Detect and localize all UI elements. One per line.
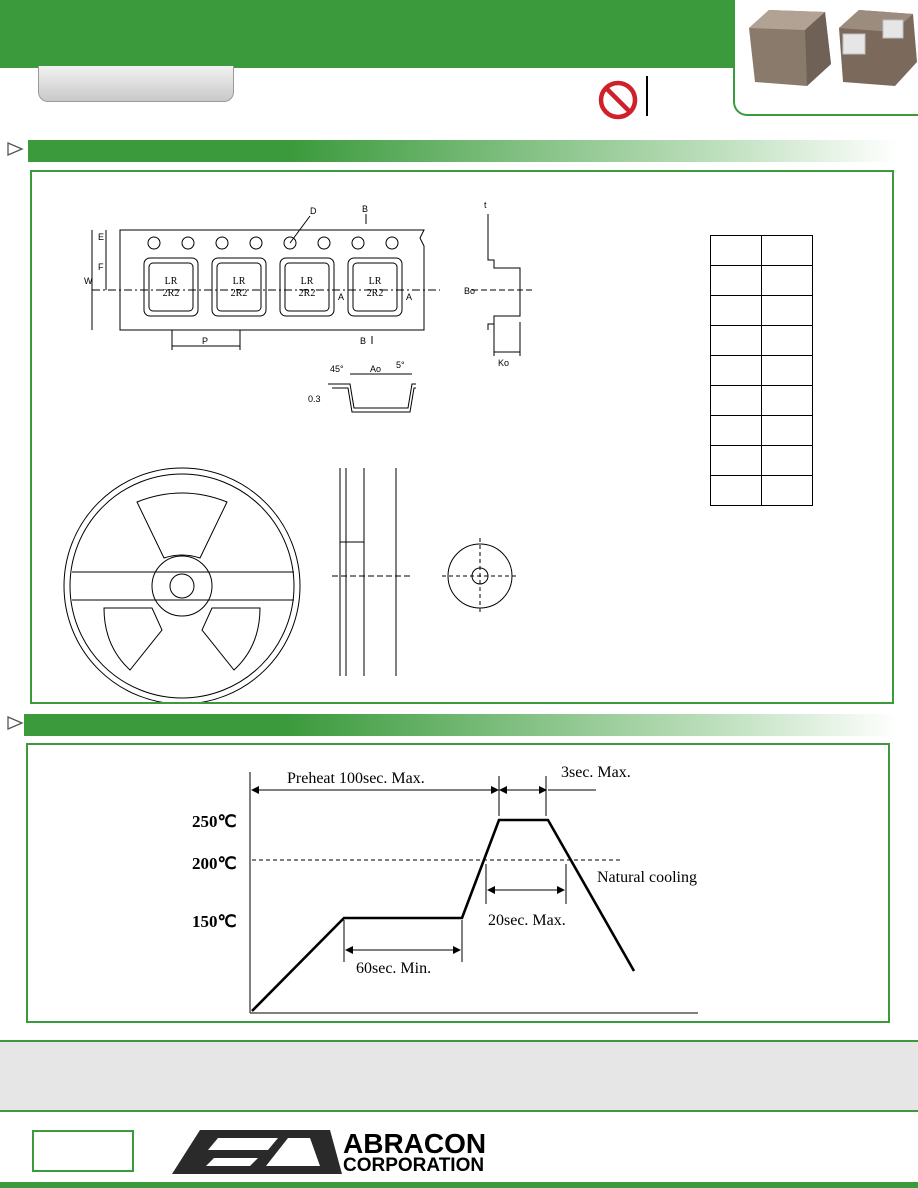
header-bar xyxy=(0,0,735,68)
table-row xyxy=(710,295,813,326)
inductor-photo-icon xyxy=(749,10,917,86)
dim-a-left: A xyxy=(338,292,344,302)
dim-e: E xyxy=(98,232,104,242)
table-row xyxy=(710,415,813,446)
product-photo-frame xyxy=(733,0,918,116)
footer-line xyxy=(0,1182,918,1188)
dim-b-bottom: B xyxy=(360,336,366,346)
dim-w: W xyxy=(84,276,93,286)
dim-p: P xyxy=(202,336,208,346)
tape-reel-drawing: LR 2R2 LR 2R2 LR 2R2 LR 2R2 B B A A P D … xyxy=(63,200,532,702)
chip-label-top: LR xyxy=(369,276,382,287)
section-header-reflow xyxy=(24,714,898,736)
dim-t: t xyxy=(484,200,487,210)
logo-text-corporation: CORPORATION xyxy=(343,1155,485,1176)
table-row xyxy=(710,385,813,416)
temp-250-label: 250℃ xyxy=(192,812,237,831)
table-row xyxy=(710,355,813,386)
dim-a-right: A xyxy=(406,292,412,302)
reflow-profile-chart xyxy=(249,772,698,1014)
chip-label-bottom: 2R2 xyxy=(163,288,180,299)
dim-angle-45: 45° xyxy=(330,364,344,374)
no-lead-icon xyxy=(598,80,638,120)
dim-angle-5: 5° xyxy=(396,360,405,370)
part-tab xyxy=(38,66,234,102)
logo-text-abracon: ABRACON xyxy=(343,1128,487,1159)
table-row xyxy=(710,235,813,266)
dim-bo: Bo xyxy=(464,286,475,296)
dim-f: F xyxy=(98,262,104,272)
chip-label-bottom: 2R2 xyxy=(231,288,248,299)
dim-ko: Ko xyxy=(498,358,509,368)
temp-200-label: 200℃ xyxy=(192,854,237,873)
dim-0-3: 0.3 xyxy=(308,394,321,404)
footer-box xyxy=(32,1130,134,1172)
section-arrow-icon xyxy=(7,716,24,730)
chip-label-top: LR xyxy=(301,276,314,287)
table-row xyxy=(710,265,813,296)
above-200-label: 20sec. Max. xyxy=(488,912,566,929)
soak-label: 60sec. Min. xyxy=(356,960,432,977)
cooling-label: Natural cooling xyxy=(597,869,697,886)
dimension-table xyxy=(710,235,813,506)
chip-label-top: LR xyxy=(165,276,178,287)
section-header-packaging xyxy=(28,140,898,162)
header-divider xyxy=(646,76,648,116)
dim-d: D xyxy=(310,206,317,216)
table-row xyxy=(710,475,813,506)
chip-label-bottom: 2R2 xyxy=(367,288,384,299)
dim-b-top: B xyxy=(362,204,368,214)
section-arrow-icon xyxy=(7,142,24,156)
footer-band xyxy=(0,1040,918,1112)
table-row xyxy=(710,445,813,476)
table-row xyxy=(710,325,813,356)
chip-label-bottom: 2R2 xyxy=(299,288,316,299)
peak-hold-label: 3sec. Max. xyxy=(561,764,631,781)
preheat-label: Preheat 100sec. Max. xyxy=(287,770,425,787)
dim-ao: Ao xyxy=(370,364,381,374)
temp-150-label: 150℃ xyxy=(192,912,237,931)
abracon-logo-icon xyxy=(172,1130,342,1174)
chip-label-top: LR xyxy=(233,276,246,287)
